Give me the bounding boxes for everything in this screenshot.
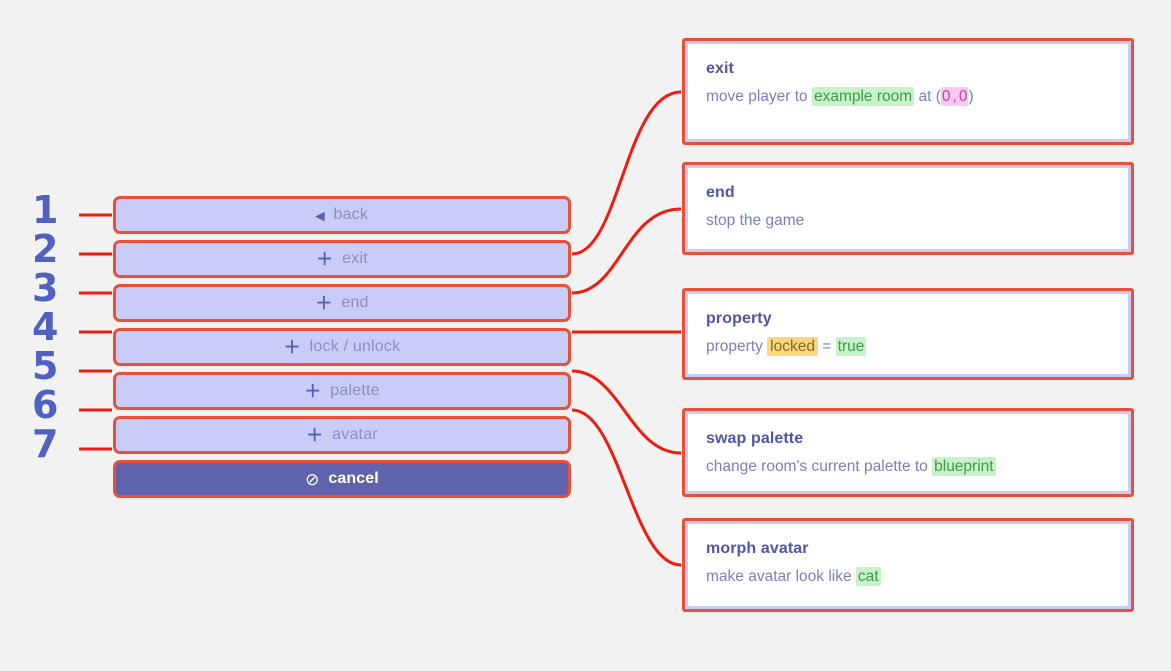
- menu-item-label: back: [333, 206, 369, 223]
- description-token: move player to: [706, 88, 812, 105]
- menu-item-content: ＋ exit: [316, 250, 368, 268]
- step-number-row: 3: [32, 268, 88, 307]
- link-avatar: [571, 408, 682, 567]
- description-token: ): [968, 88, 974, 105]
- step-number-row: 4: [32, 307, 88, 346]
- card-description: make avatar look like cat: [706, 567, 1110, 588]
- menu-item-content: ＋ end: [315, 294, 368, 312]
- plus-icon: ＋: [316, 249, 334, 269]
- menu-item-content: ⊘ cancel: [305, 470, 379, 488]
- description-token: =: [817, 338, 836, 355]
- step-number-row: 5: [32, 346, 88, 385]
- link-exit: [571, 90, 682, 256]
- description-token: 0: [957, 87, 969, 106]
- menu-item-exit[interactable]: ＋ exit: [113, 240, 571, 278]
- menu-item-lock-unlock[interactable]: ＋ lock / unlock: [113, 328, 571, 366]
- description-token: property: [706, 338, 768, 355]
- description-token: stop the game: [706, 212, 805, 229]
- card-exit: exit move player to example room at (0,0…: [682, 38, 1134, 145]
- step-number-row: 1: [32, 190, 88, 229]
- card-description: property locked = true: [706, 337, 1110, 358]
- card-property: property property locked = true: [682, 288, 1134, 380]
- plus-icon: ＋: [304, 381, 322, 401]
- menu-item-label: palette: [330, 382, 380, 399]
- menu-item-content: ＋ avatar: [306, 426, 378, 444]
- card-body: exit move player to example room at (0,0…: [688, 44, 1128, 139]
- menu-item-label: exit: [342, 250, 368, 267]
- caret-left-icon: ◂: [315, 205, 325, 225]
- card-title: exit: [706, 60, 734, 77]
- menu-item-content: ＋ lock / unlock: [284, 338, 401, 356]
- menu-item-label: cancel: [328, 470, 379, 487]
- card-description: stop the game: [706, 211, 1110, 232]
- description-token: example room: [811, 87, 915, 106]
- description-token: cat: [855, 567, 881, 586]
- menu-item-back[interactable]: ◂ back: [113, 196, 571, 234]
- step-number-row: 7: [32, 424, 88, 463]
- menu-item-content: ＋ palette: [304, 382, 379, 400]
- menu-item-avatar[interactable]: ＋ avatar: [113, 416, 571, 454]
- step-number: 4: [32, 304, 58, 349]
- menu-item-cancel[interactable]: ⊘ cancel: [113, 460, 571, 498]
- description-token: blueprint: [932, 457, 996, 476]
- description-token: change room's current palette to: [706, 458, 933, 475]
- menu-item-palette[interactable]: ＋ palette: [113, 372, 571, 410]
- description-token: true: [835, 337, 867, 356]
- plus-icon: ＋: [306, 425, 324, 445]
- card-title: property: [706, 310, 772, 327]
- link-palette: [571, 369, 682, 455]
- step-number: 6: [32, 382, 58, 427]
- description-token: make avatar look like: [706, 568, 856, 585]
- card-body: property property locked = true: [688, 294, 1128, 374]
- card-body: morph avatar make avatar look like cat: [688, 524, 1128, 606]
- step-number: 1: [32, 187, 58, 232]
- step-number-row: 6: [32, 385, 88, 424]
- step-number-column: 1 2 3 4 5 6 7: [32, 190, 88, 463]
- card-title: end: [706, 184, 735, 201]
- card-body: end stop the game: [688, 168, 1128, 249]
- card-description: move player to example room at (0,0): [706, 87, 1110, 108]
- step-number: 7: [32, 421, 58, 466]
- menu-item-label: end: [341, 294, 369, 311]
- card-description: change room's current palette to bluepri…: [706, 457, 1110, 478]
- step-number-row: 2: [32, 229, 88, 268]
- step-number: 5: [32, 343, 58, 388]
- card-swap-palette: swap palette change room's current palet…: [682, 408, 1134, 497]
- description-token: locked: [767, 337, 818, 356]
- description-token: 0: [940, 87, 952, 106]
- menu-item-end[interactable]: ＋ end: [113, 284, 571, 322]
- link-end: [571, 207, 682, 295]
- card-title: morph avatar: [706, 540, 809, 557]
- step-number: 3: [32, 265, 58, 310]
- description-token: at: [914, 88, 936, 105]
- menu-item-content: ◂ back: [316, 206, 368, 224]
- menu-item-label: avatar: [332, 426, 378, 443]
- cancel-slash-icon: ⊘: [305, 469, 320, 489]
- step-number: 2: [32, 226, 58, 271]
- plus-icon: ＋: [315, 293, 333, 313]
- description-token: (: [935, 88, 941, 105]
- menu-item-label: lock / unlock: [309, 338, 401, 355]
- description-token: ,: [951, 87, 958, 106]
- action-menu: ◂ back ＋ exit ＋ end ＋ lock / unlock ＋: [113, 196, 571, 498]
- plus-icon: ＋: [283, 337, 301, 357]
- card-end: end stop the game: [682, 162, 1134, 255]
- card-body: swap palette change room's current palet…: [688, 414, 1128, 491]
- card-morph-avatar: morph avatar make avatar look like cat: [682, 518, 1134, 612]
- card-title: swap palette: [706, 430, 804, 447]
